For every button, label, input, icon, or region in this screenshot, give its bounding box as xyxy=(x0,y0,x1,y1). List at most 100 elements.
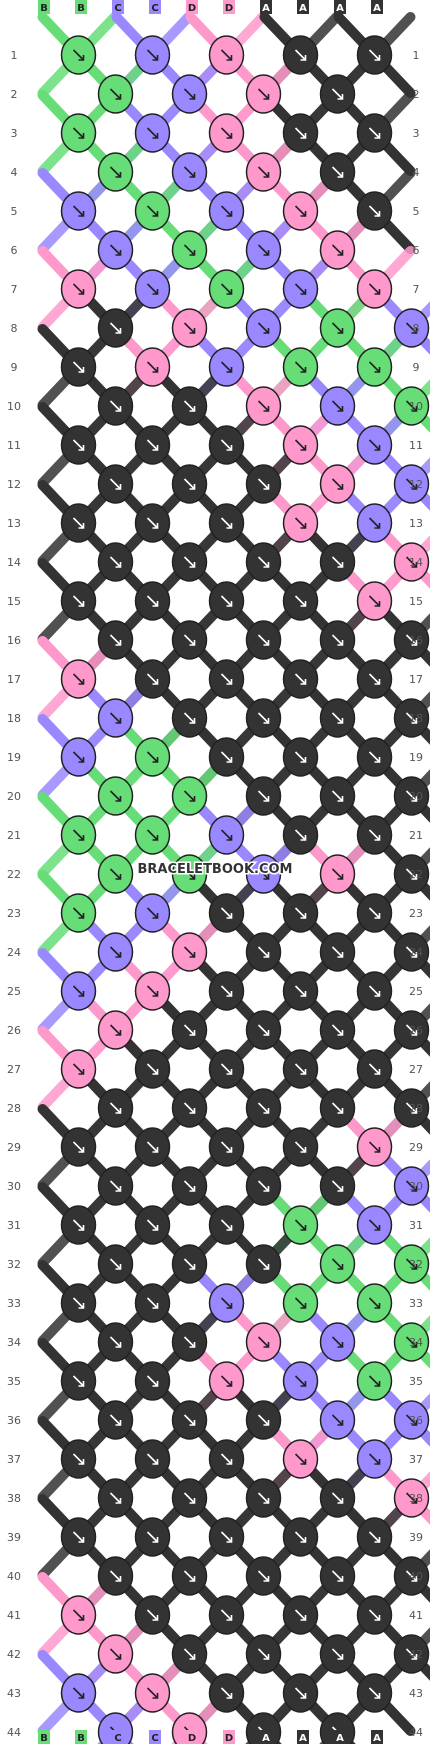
knot-arrow-icon xyxy=(257,868,270,880)
row-number-left: 33 xyxy=(7,1297,21,1310)
knot-arrow-icon xyxy=(331,1258,344,1270)
strand-letter: A xyxy=(299,1733,307,1744)
knot-arrow-icon xyxy=(72,673,85,685)
strand-tag-bottom xyxy=(112,1730,124,1744)
knot-arrow-icon xyxy=(72,1531,85,1543)
row-number-right: 36 xyxy=(409,1414,423,1427)
strand-letter: A xyxy=(373,1733,381,1744)
knot-arrow-icon xyxy=(368,49,381,61)
row-number-right: 26 xyxy=(409,1024,423,1037)
knot-arrow-icon xyxy=(368,361,381,373)
knot-arrow-icon xyxy=(220,1609,233,1621)
knot-arrow-icon xyxy=(220,361,233,373)
knot-arrow-icon xyxy=(368,1141,381,1153)
knot-arrow-icon xyxy=(109,88,122,100)
row-number-left: 26 xyxy=(7,1024,21,1037)
knot-arrow-icon xyxy=(109,634,122,646)
row-number-left: 38 xyxy=(7,1492,21,1505)
knot-arrow-icon xyxy=(331,322,344,334)
knot-arrow-icon xyxy=(294,205,307,217)
knot-arrow-icon xyxy=(220,439,233,451)
knot-arrow-icon xyxy=(109,1024,122,1036)
knot-arrow-icon xyxy=(72,595,85,607)
strand-letter: B xyxy=(77,3,85,14)
knot-arrow-icon xyxy=(183,556,196,568)
row-number-right: 3 xyxy=(413,127,420,140)
knot-arrow-icon xyxy=(331,1102,344,1114)
knot-arrow-icon xyxy=(257,166,270,178)
strand-tag-top xyxy=(260,0,272,14)
knot-arrow-icon xyxy=(294,907,307,919)
knot-arrow-icon xyxy=(220,283,233,295)
knot-arrow-icon xyxy=(72,1219,85,1231)
knot-arrow-icon xyxy=(331,1648,344,1660)
strand-letter: C xyxy=(151,1733,158,1744)
knot-arrow-icon xyxy=(331,634,344,646)
knot-arrow-icon xyxy=(220,751,233,763)
knot-arrow-icon xyxy=(109,1102,122,1114)
row-number-right: 37 xyxy=(409,1453,423,1466)
row-number-left: 44 xyxy=(7,1726,21,1739)
strand-tag-bottom xyxy=(260,1730,272,1744)
knot-arrow-icon xyxy=(220,205,233,217)
knot-arrow-icon xyxy=(146,1687,159,1699)
row-number-right: 41 xyxy=(409,1609,423,1622)
knot-arrow-icon xyxy=(294,829,307,841)
knot-arrow-icon xyxy=(257,1648,270,1660)
row-number-left: 43 xyxy=(7,1687,21,1700)
knot-arrow-icon xyxy=(294,1219,307,1231)
knot-arrow-icon xyxy=(220,1297,233,1309)
knot-arrow-icon xyxy=(220,1219,233,1231)
knot-arrow-icon xyxy=(72,1063,85,1075)
strand-tag-bottom xyxy=(297,1730,309,1744)
row-number-right: 32 xyxy=(409,1258,423,1271)
knot-arrow-icon xyxy=(146,1063,159,1075)
strand-letter: D xyxy=(188,3,196,14)
row-number-left: 32 xyxy=(7,1258,21,1271)
strand-letter: C xyxy=(114,1733,121,1744)
knot-arrow-icon xyxy=(220,985,233,997)
row-number-left: 28 xyxy=(7,1102,21,1115)
knot-arrow-icon xyxy=(405,1570,418,1582)
knot-arrow-icon xyxy=(146,829,159,841)
knot-arrow-icon xyxy=(183,790,196,802)
knot-arrow-icon xyxy=(183,946,196,958)
knot-arrow-icon xyxy=(183,868,196,880)
strand-tag-top xyxy=(371,0,383,14)
knot-arrow-icon xyxy=(294,1531,307,1543)
knot-arrow-icon xyxy=(405,1102,418,1114)
knot-arrow-icon xyxy=(405,946,418,958)
knot-arrow-icon xyxy=(220,1141,233,1153)
row-number-right: 9 xyxy=(413,361,420,374)
row-number-right: 6 xyxy=(413,244,420,257)
knot-arrow-icon xyxy=(220,595,233,607)
knot-arrow-icon xyxy=(331,1570,344,1582)
knot-arrow-icon xyxy=(109,166,122,178)
knot-arrow-icon xyxy=(257,556,270,568)
knot-arrow-icon xyxy=(109,868,122,880)
knot-arrow-icon xyxy=(294,1609,307,1621)
knot-arrow-icon xyxy=(368,1063,381,1075)
knot-arrow-icon xyxy=(220,1375,233,1387)
knot-arrow-icon xyxy=(331,790,344,802)
knot-arrow-icon xyxy=(183,1258,196,1270)
row-number-right: 24 xyxy=(409,946,423,959)
row-number-right: 22 xyxy=(409,868,423,881)
knot-arrow-icon xyxy=(109,1492,122,1504)
knot-arrow-icon xyxy=(368,127,381,139)
knot-arrow-icon xyxy=(331,88,344,100)
knot-arrow-icon xyxy=(294,517,307,529)
knot-arrow-icon xyxy=(331,166,344,178)
knot-arrow-icon xyxy=(109,400,122,412)
row-number-left: 39 xyxy=(7,1531,21,1544)
knot-arrow-icon xyxy=(405,1258,418,1270)
row-number-left: 5 xyxy=(11,205,18,218)
knot-arrow-icon xyxy=(368,595,381,607)
row-number-right: 20 xyxy=(409,790,423,803)
knot-arrow-icon xyxy=(257,1258,270,1270)
strand-tag-top xyxy=(297,0,309,14)
row-number-left: 11 xyxy=(7,439,21,452)
knot-arrow-icon xyxy=(183,1492,196,1504)
knot-arrow-icon xyxy=(72,205,85,217)
knot-arrow-icon xyxy=(220,517,233,529)
